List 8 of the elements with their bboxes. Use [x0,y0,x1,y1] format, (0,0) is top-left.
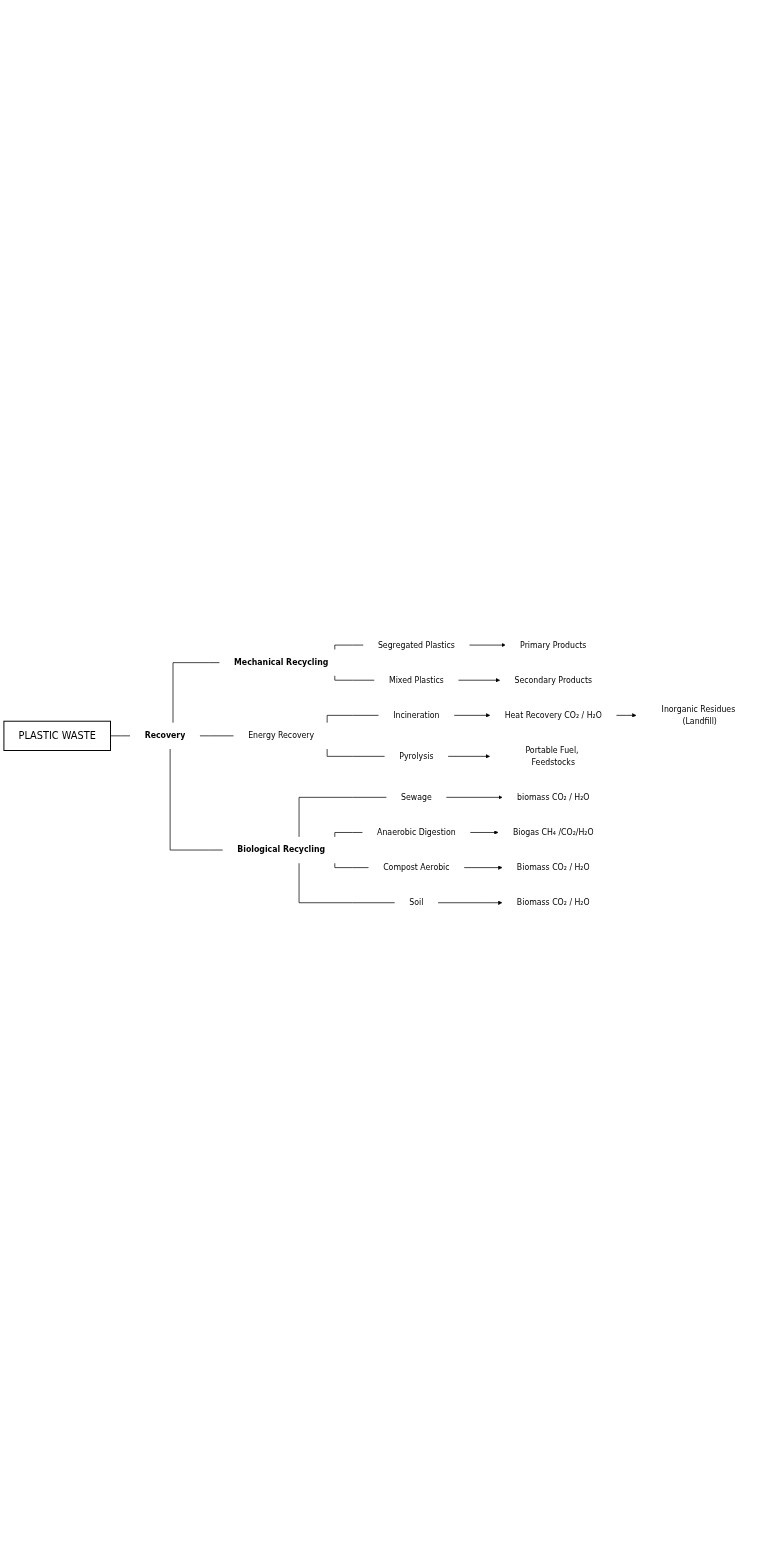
connector [334,831,363,837]
connector [298,862,396,903]
node-box: PLASTIC WASTE [3,720,111,751]
connector [326,714,379,723]
connector [172,661,220,723]
connector [334,862,369,868]
connector [110,735,131,736]
connector [298,796,387,837]
